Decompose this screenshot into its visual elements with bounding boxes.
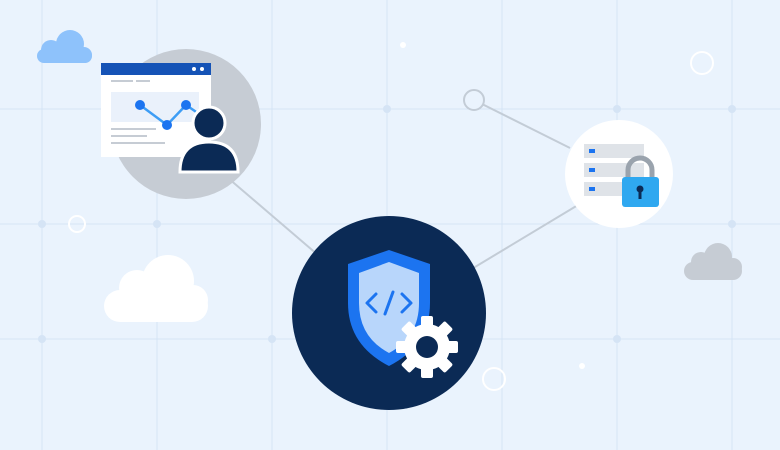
user-icon bbox=[178, 105, 240, 174]
decorative-rings bbox=[68, 51, 714, 391]
cloud-icon bbox=[37, 30, 92, 63]
code-security-node bbox=[292, 216, 486, 410]
decorative-dots bbox=[400, 42, 585, 369]
analytics-dashboard-icon bbox=[101, 63, 211, 157]
network-node-ring bbox=[463, 89, 485, 111]
analytics-user-node bbox=[101, 49, 261, 199]
gear-icon bbox=[396, 316, 458, 378]
cloud-icon bbox=[104, 255, 208, 322]
connector-lines bbox=[227, 99, 579, 271]
cloud-icon bbox=[684, 243, 742, 280]
padlock-icon bbox=[622, 155, 659, 207]
secure-server-node bbox=[565, 120, 673, 228]
grid-dots bbox=[38, 105, 736, 343]
